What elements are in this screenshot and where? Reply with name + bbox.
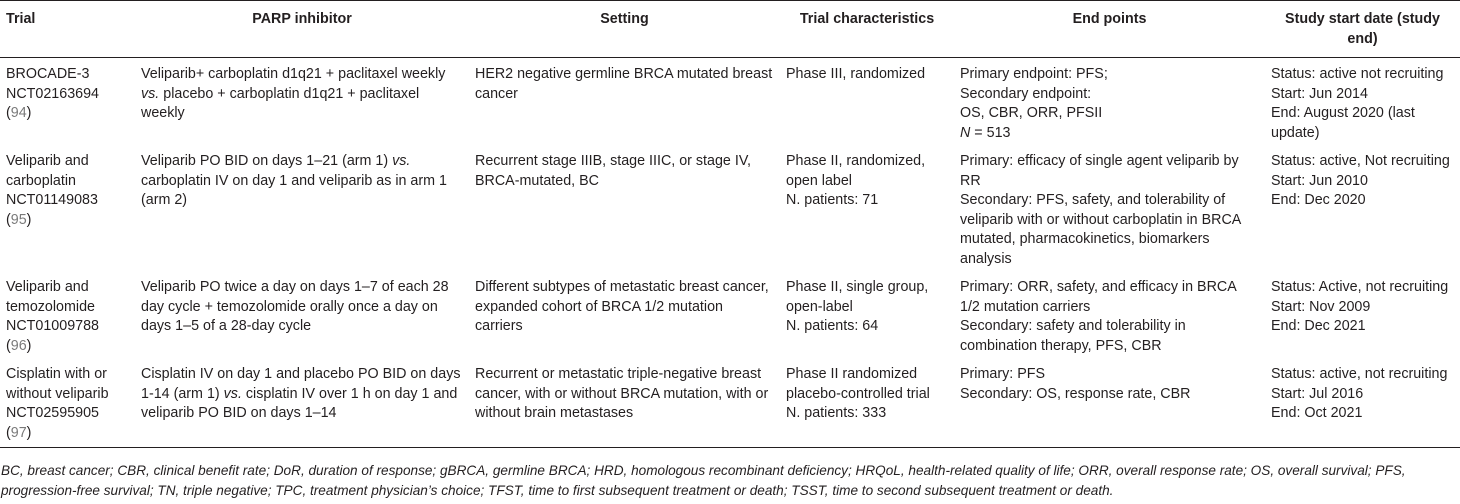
patient-count: N = 513 [960,124,1011,141]
characteristics-cell: Phase II randomized placebo-controlled t… [786,366,930,421]
trial-citation: (94) [6,105,32,121]
trial-name: Cisplatin with or without veliparib [6,366,109,402]
table-row: Veliparib and temozolomide NCT01009788 (… [0,273,1460,360]
trial-name: BROCADE-3 [6,66,90,82]
setting-cell: HER2 negative germline BRCA mutated brea… [475,66,773,102]
header-trial-characteristics: Trial characteristics [799,11,935,27]
trial-cell: BROCADE-3 NCT02163694 (94) [0,58,135,148]
trial-cell: Cisplatin with or without veliparib NCT0… [0,360,135,448]
parp-inhibitor-cell: Veliparib+ carboplatin d1q21 + paclitaxe… [141,66,446,121]
trial-name: Veliparib and temozolomide [6,279,95,315]
table-footnote: BC, breast cancer; CBR, clinical benefit… [1,463,1406,498]
trial-cell: Veliparib and temozolomide NCT01009788 (… [0,273,135,360]
setting-cell: Recurrent stage IIIB, stage IIIC, or sta… [475,153,752,189]
trial-cell: Veliparib and carboplatin NCT01149083 (9… [0,147,135,273]
citation-number: 96 [10,337,27,354]
endpoints-cell: Primary: PFS Secondary: OS, response rat… [960,366,1191,402]
endpoints-cell: Primary: ORR, safety, and efficacy in BR… [960,279,1236,354]
citation-number: 95 [10,211,27,228]
table-row: BROCADE-3 NCT02163694 (94) Veliparib+ ca… [0,58,1460,148]
trial-id: NCT01009788 [6,318,99,334]
dates-cell: Status: active, not recruiting Start: Ju… [1271,366,1448,421]
trial-citation: (95) [6,211,32,228]
endpoints-cell: Primary endpoint: PFS; Secondary endpoin… [954,58,1265,148]
parp-trials-table: Trial PARP inhibitor Setting Trial chara… [0,0,1460,448]
header-trial: Trial [6,11,36,27]
setting-cell: Different subtypes of metastatic breast … [475,279,769,334]
setting-cell: Recurrent or metastatic triple-negative … [475,366,769,421]
trial-citation: (96) [6,337,32,354]
parp-inhibitor-cell: Veliparib PO twice a day on days 1–7 of … [141,279,449,334]
header-study-dates: Study start date (study end) [1285,11,1440,47]
characteristics-cell: Phase II, randomized, open label N. pati… [786,153,926,208]
table-row: Cisplatin with or without veliparib NCT0… [0,360,1460,448]
trial-citation: (97) [6,424,32,441]
header-parp-inhibitor: PARP inhibitor [252,11,352,27]
citation-number: 97 [10,424,27,441]
table-header: Trial PARP inhibitor Setting Trial chara… [0,0,1460,58]
trial-name: Veliparib and carboplatin [6,153,89,189]
dates-cell: Status: active, Not recruiting Start: Ju… [1271,153,1450,208]
characteristics-cell: Phase III, randomized [786,66,926,82]
trial-id: NCT01149083 [6,192,98,208]
endpoints-cell: Primary: efficacy of single agent velipa… [960,153,1241,267]
header-setting: Setting [600,11,649,27]
trial-id: NCT02163694 [6,85,99,102]
dates-cell: Status: active not recruiting Start: Jun… [1271,66,1444,141]
parp-inhibitor-cell: Veliparib PO BID on days 1–21 (arm 1) vs… [141,153,447,208]
characteristics-cell: Phase II, single group, open-label N. pa… [786,279,929,334]
parp-inhibitor-cell: Cisplatin IV on day 1 and placebo PO BID… [141,366,461,421]
trial-id: NCT02595905 [6,405,99,421]
table-row: Veliparib and carboplatin NCT01149083 (9… [0,147,1460,273]
header-end-points: End points [1072,11,1147,27]
dates-cell: Status: Active, not recruiting Start: No… [1271,279,1449,334]
citation-number: 94 [10,105,27,121]
